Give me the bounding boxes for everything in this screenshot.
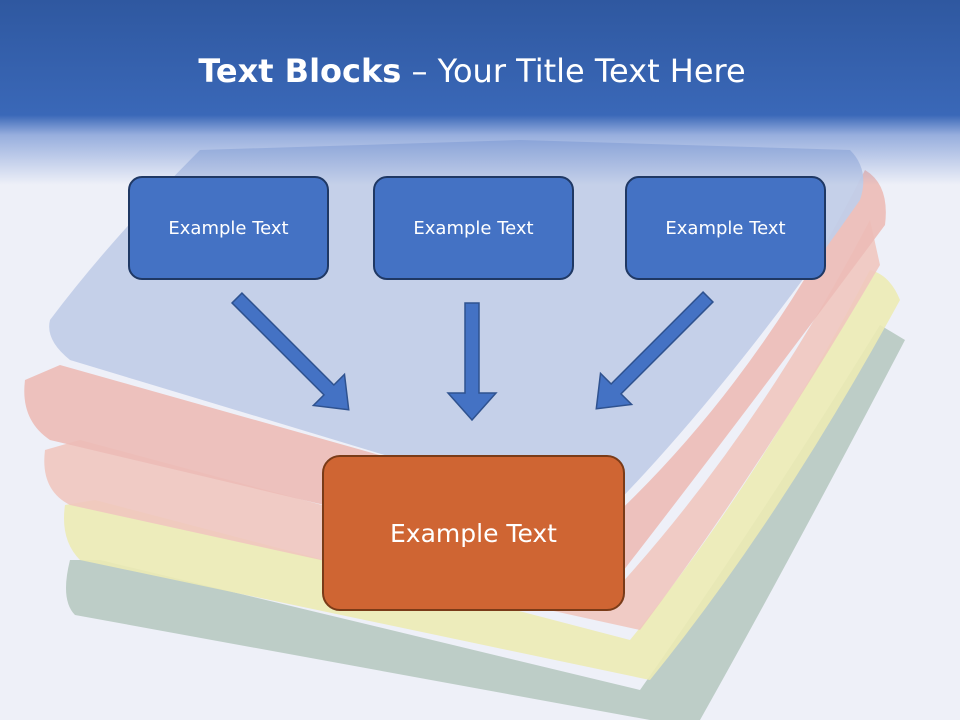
title-bold-text: Text Blocks	[198, 52, 402, 90]
title-rest-text: – Your Title Text Here	[401, 52, 746, 90]
top-text-block-left: Example Text	[128, 176, 329, 280]
top-text-block-center: Example Text	[373, 176, 574, 280]
slide-title: Text Blocks – Your Title Text Here	[0, 52, 944, 90]
title-band	[0, 0, 960, 185]
arrow-left-diagonal	[230, 291, 350, 411]
top-text-block-right: Example Text	[625, 176, 826, 280]
bottom-text-block: Example Text	[322, 455, 625, 611]
arrow-right-diagonal	[595, 290, 715, 410]
arrow-center-down	[446, 302, 498, 422]
